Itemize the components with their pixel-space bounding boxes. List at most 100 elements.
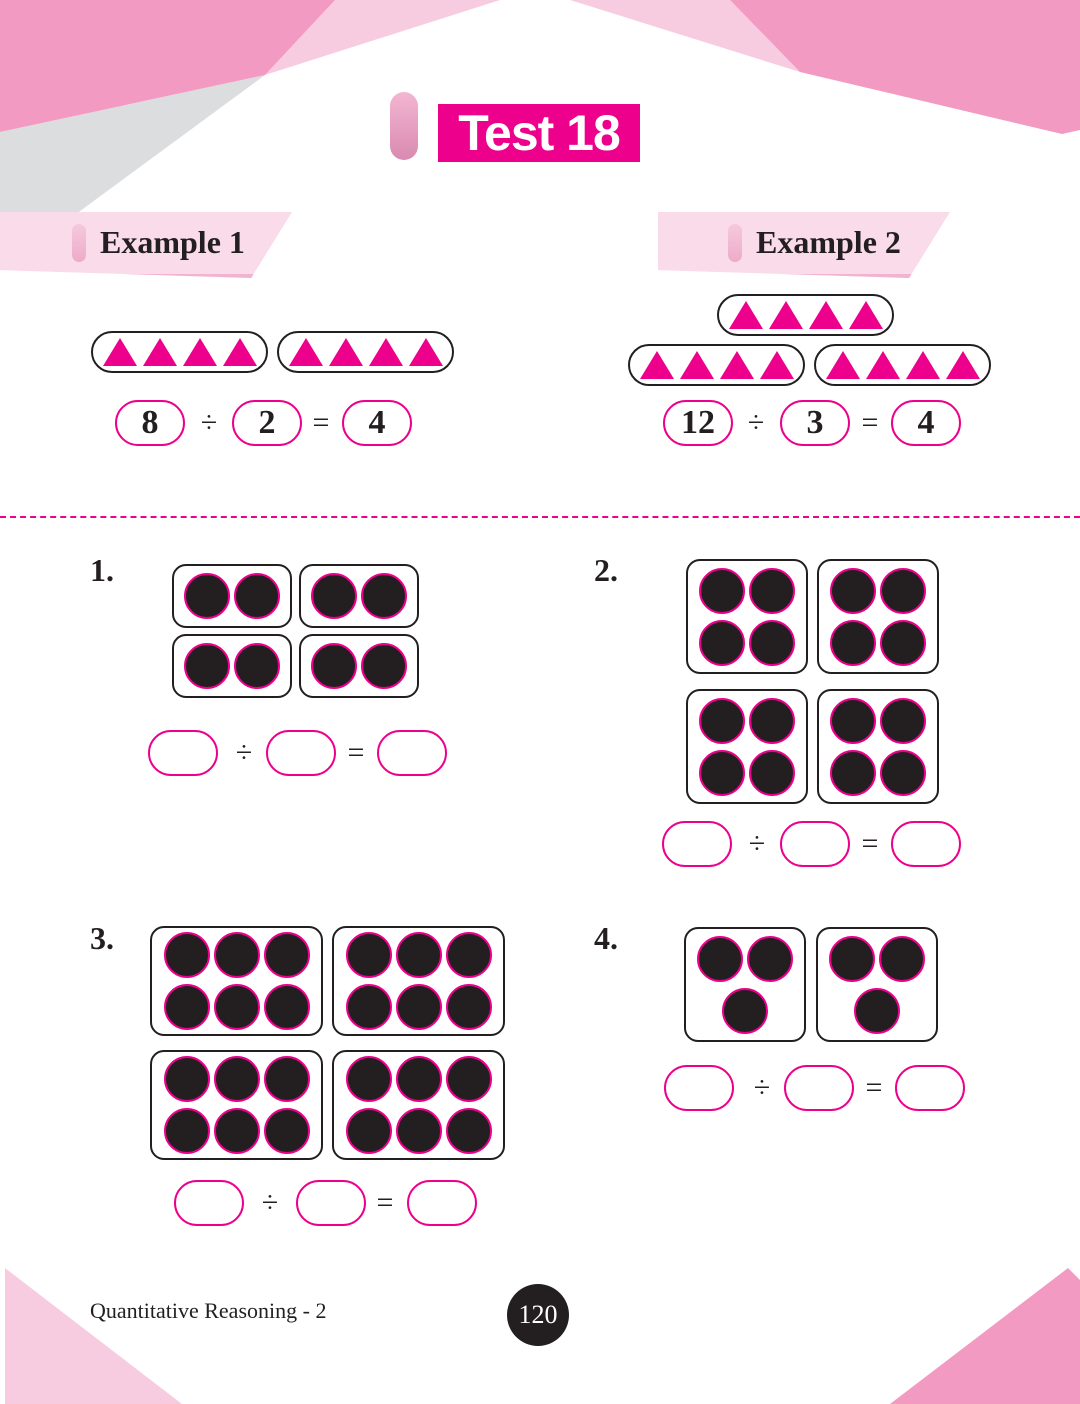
dot-counter [184, 643, 230, 689]
dot-layout [825, 935, 929, 1034]
dot-layout [826, 567, 930, 666]
dot-counter [830, 567, 876, 614]
dot-counter [213, 984, 260, 1030]
dot-counter [361, 643, 407, 689]
dot-counter [749, 619, 795, 666]
bg-bottom-right-shape [890, 1268, 1080, 1404]
dot-group [817, 689, 939, 804]
dot-group [172, 564, 292, 628]
dot-counter [213, 1108, 260, 1154]
problem-4-divisor-input[interactable] [784, 1065, 854, 1111]
problem-2-divisor-input[interactable] [780, 821, 850, 867]
problem-3-quotient-input[interactable] [407, 1180, 477, 1226]
page-title: Test 18 [438, 104, 640, 162]
bg-lightpink-shape-right [570, 0, 800, 72]
dot-counter [163, 1108, 210, 1154]
dot-counter [830, 619, 876, 666]
dot-counter [163, 1056, 210, 1102]
dot-counter [163, 984, 210, 1030]
dot-counter [263, 932, 310, 978]
triangle-counter [102, 338, 137, 366]
triangle-counter [808, 301, 843, 329]
problem-2-quotient-input[interactable] [891, 821, 961, 867]
triangle-counter [639, 351, 674, 379]
triangle-counter [142, 338, 177, 366]
dot-counter [263, 1108, 310, 1154]
dot-group [332, 1050, 505, 1160]
dot-counter [345, 984, 392, 1030]
dot-layout [344, 1056, 494, 1154]
triangle-counter [408, 338, 443, 366]
dot-counter [699, 619, 745, 666]
triangle-counter [865, 351, 900, 379]
example-1-dividend: 8 [115, 400, 185, 446]
dot-counter [722, 987, 768, 1034]
dot-counter [830, 749, 876, 796]
example-1-divisor: 2 [232, 400, 302, 446]
problem-4-dividend-input[interactable] [664, 1065, 734, 1111]
example-1-label: Example 1 [100, 224, 245, 260]
dot-counter [699, 567, 745, 614]
mascot-icon [390, 92, 418, 160]
mascot-icon [72, 224, 86, 262]
dot-counter [263, 984, 310, 1030]
dot-counter [445, 1108, 492, 1154]
dot-counter [699, 749, 745, 796]
triangle-counter [182, 338, 217, 366]
triangle-group [277, 331, 454, 373]
problem-3-divisor-input[interactable] [296, 1180, 366, 1226]
dot-counter [345, 1056, 392, 1102]
dot-layout [826, 697, 930, 796]
example-2-divisor: 3 [780, 400, 850, 446]
problem-1-divisor-input[interactable] [266, 730, 336, 776]
dot-counter [830, 697, 876, 744]
dot-group [172, 634, 292, 698]
dot-group [150, 926, 323, 1036]
problem-3-number: 3. [90, 920, 114, 956]
dot-counter [163, 932, 210, 978]
triangle-counter [368, 338, 403, 366]
problem-2-dividend-input[interactable] [662, 821, 732, 867]
equals-sign: = [861, 406, 879, 439]
dot-layout [307, 573, 411, 619]
dot-group [299, 634, 419, 698]
dot-counter [361, 573, 407, 619]
dot-counter [445, 1056, 492, 1102]
triangle-group [717, 294, 894, 336]
problem-2-number: 2. [594, 552, 618, 588]
bg-bottom-left-shape [5, 1268, 182, 1404]
triangle-counter [768, 301, 803, 329]
dot-group [684, 927, 806, 1042]
footer-book-title: Quantitative Reasoning - 2 [90, 1298, 327, 1323]
example-1-quotient: 4 [342, 400, 412, 446]
dot-counter [747, 935, 793, 982]
problem-1-quotient-input[interactable] [377, 730, 447, 776]
dot-counter [749, 567, 795, 614]
section-divider [0, 516, 1080, 518]
bg-pink-shape [0, 0, 335, 132]
problem-3-dividend-input[interactable] [174, 1180, 244, 1226]
example-2-label: Example 2 [756, 224, 901, 260]
dot-counter [880, 697, 926, 744]
dot-counter [395, 932, 442, 978]
dot-counter [311, 573, 357, 619]
dot-counter [234, 573, 280, 619]
problem-4-number: 4. [594, 920, 618, 956]
dot-layout [344, 932, 494, 1030]
triangle-group [91, 331, 268, 373]
dot-counter [829, 935, 875, 982]
divide-sign: ÷ [261, 1186, 279, 1219]
example-2-dividend: 12 [663, 400, 733, 446]
equals-sign: = [312, 406, 330, 439]
dot-counter [854, 987, 900, 1034]
dot-counter [184, 573, 230, 619]
dot-layout [695, 567, 799, 666]
dot-counter [880, 619, 926, 666]
triangle-counter [825, 351, 860, 379]
problem-1-dividend-input[interactable] [148, 730, 218, 776]
problem-4-quotient-input[interactable] [895, 1065, 965, 1111]
equals-sign: = [861, 827, 879, 860]
dot-counter [445, 932, 492, 978]
dot-counter [879, 935, 925, 982]
